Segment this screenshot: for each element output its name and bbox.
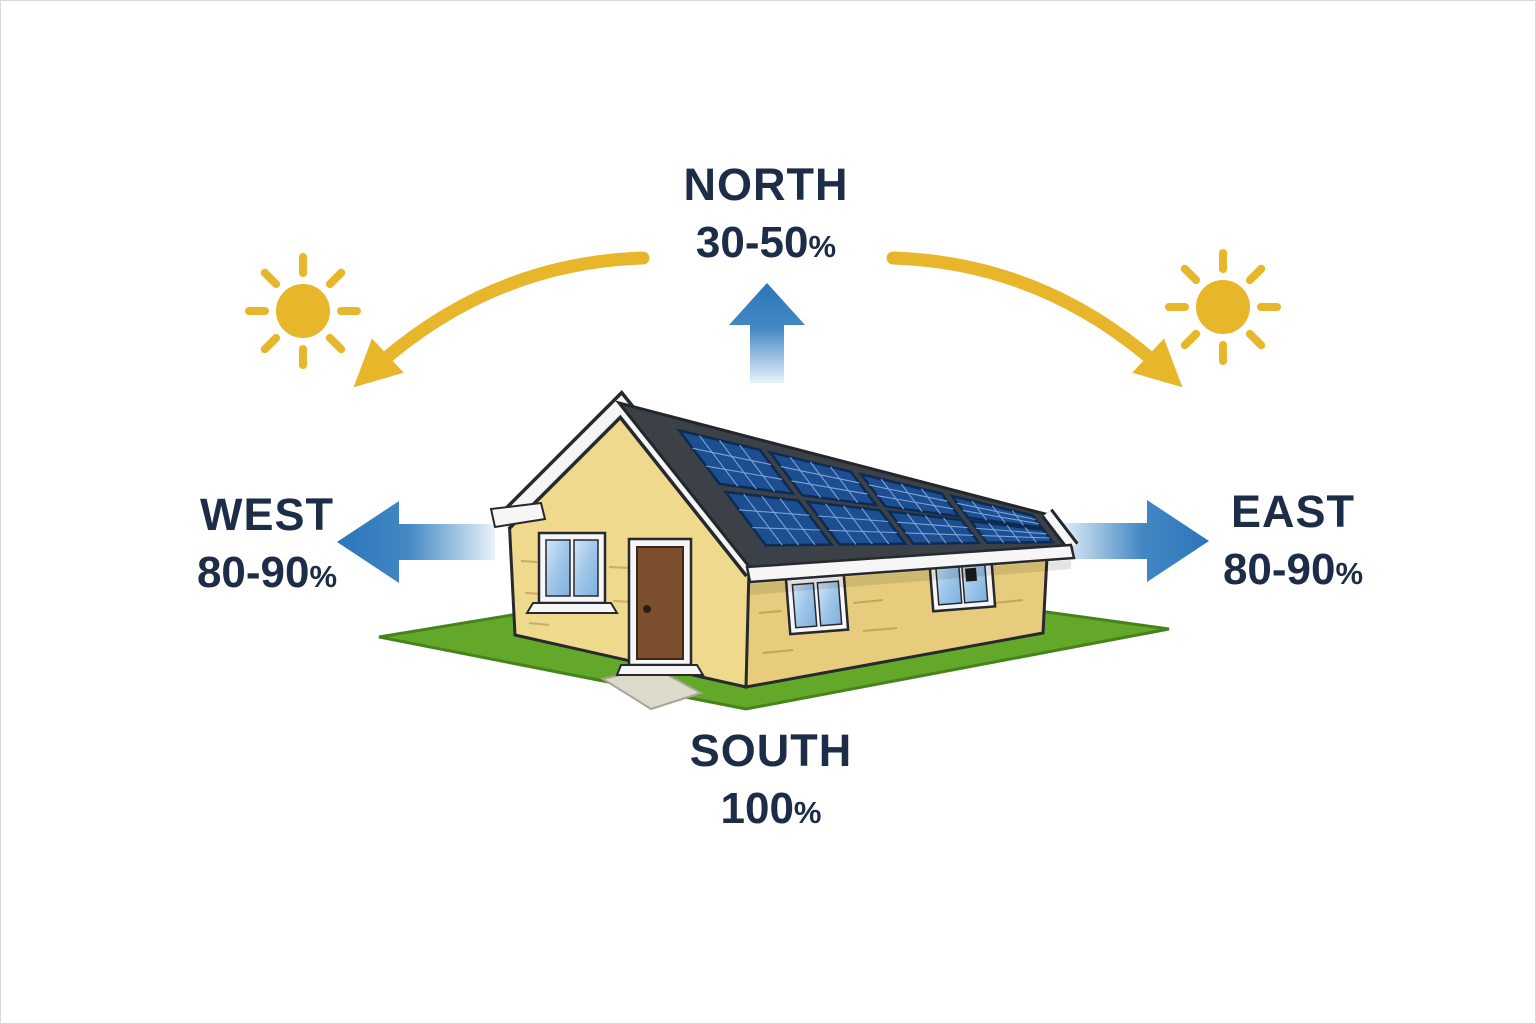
front-door: [615, 537, 705, 676]
sun-icon-left: [249, 257, 357, 365]
south-value: 100%: [690, 786, 853, 832]
east-percent-sign: %: [1335, 556, 1364, 592]
south-value-number: 100: [720, 784, 794, 834]
sun-path-arrow-left: [353, 251, 650, 388]
east-direction-arrow: [1059, 500, 1209, 582]
front-window-1: [784, 573, 850, 636]
west-value: 80-90%: [197, 550, 337, 596]
west-label: WEST: [200, 489, 334, 540]
west-direction-arrow: [337, 501, 495, 583]
north-label: NORTH: [683, 159, 849, 210]
east-label: EAST: [1230, 486, 1355, 537]
eave-shadow: [750, 560, 1071, 595]
west-value-number: 80-90: [196, 548, 310, 598]
north-value: 30-50%: [684, 220, 849, 266]
east-value: 80-90%: [1223, 547, 1363, 593]
south-percent-sign: %: [793, 795, 822, 831]
north-value-number: 30-50: [695, 218, 809, 268]
eave-fascia: [745, 543, 1076, 584]
door-knob: [643, 605, 651, 613]
sun-path-arrow-right: [886, 251, 1183, 388]
gable-window: [525, 531, 619, 614]
north-direction-arrow: [729, 283, 805, 383]
west-direction-group: WEST 80-90%: [197, 491, 337, 596]
north-direction-group: NORTH 30-50%: [684, 161, 849, 266]
north-percent-sign: %: [808, 229, 837, 265]
east-value-number: 80-90: [1222, 545, 1336, 595]
west-percent-sign: %: [309, 559, 338, 595]
sun-icon-right: [1169, 253, 1277, 361]
south-direction-group: SOUTH 100%: [690, 727, 853, 832]
window-decal: [965, 567, 978, 582]
south-label: SOUTH: [689, 725, 853, 776]
brick-texture: [520, 560, 1024, 654]
solar-panel-array: [676, 428, 1056, 547]
roof-end-trim: [1041, 508, 1079, 552]
house-illustration: [378, 390, 1170, 711]
east-direction-group: EAST 80-90%: [1223, 488, 1363, 593]
